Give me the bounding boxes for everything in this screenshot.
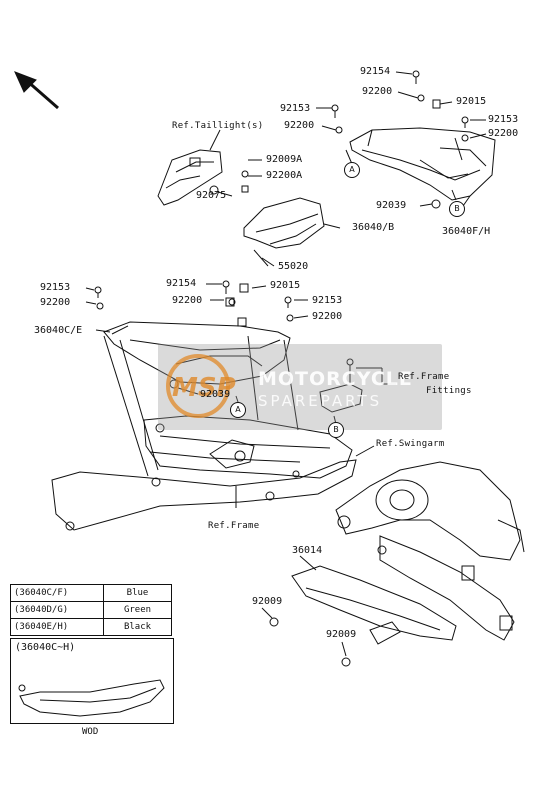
label-36040ce: 36040C/E: [34, 325, 83, 336]
label-92009-left: 92009: [252, 596, 283, 607]
left-side-cover: [103, 317, 291, 389]
label-92200a: 92200A: [266, 170, 303, 181]
label-92015-top: 92015: [456, 96, 487, 107]
table-row: (36040C/F) Blue: [10, 584, 172, 602]
label-92153-left: 92153: [40, 282, 71, 293]
label-92200-top: 92200: [362, 86, 393, 97]
inset-title: (36040C~H): [15, 642, 76, 653]
label-92200-center: 92200: [172, 295, 203, 306]
label-92200-left: 92200: [40, 297, 71, 308]
label-92075: 92075: [196, 190, 227, 201]
reference-marker-a-lower: A: [230, 402, 246, 418]
label-92154-top: 92154: [360, 66, 391, 77]
label-36040b: 36040/B: [352, 222, 395, 233]
label-92015-mid: 92015: [270, 280, 301, 291]
right-side-cover: [349, 127, 496, 201]
table-row: (36040D/G) Green: [10, 601, 172, 619]
label-36014: 36014: [292, 545, 323, 556]
chain-guard: [291, 545, 457, 645]
table-row: (36040E/H) Black: [10, 618, 172, 636]
reference-marker-b-lower: B: [328, 422, 344, 438]
label-92200-right: 92200: [488, 128, 519, 139]
label-92039-right: 92039: [376, 200, 407, 211]
label-55020: 55020: [278, 261, 309, 272]
front-direction-arrow: [14, 71, 59, 110]
inset-caption: WOD: [82, 727, 99, 737]
label-92039-center: 92039: [200, 389, 231, 400]
label-92200-mid: 92200: [284, 120, 315, 131]
variant-color: Green: [103, 601, 172, 619]
taillight-assembly: [157, 149, 223, 206]
swingarm: [335, 461, 525, 641]
label-ref-frame: Ref.Frame: [208, 521, 260, 531]
variant-code: (36040E/H): [10, 618, 104, 636]
reference-marker-a-upper: A: [344, 162, 360, 178]
frame-fittings-bracket: [319, 358, 383, 413]
reference-marker-b-upper: B: [449, 201, 465, 217]
label-92009-right: 92009: [326, 629, 357, 640]
inset-box: (36040C~H): [10, 638, 174, 724]
variant-color: Blue: [103, 584, 172, 602]
label-92154-mid: 92154: [166, 278, 197, 289]
label-92009a: 92009A: [266, 154, 303, 165]
label-92153-mid: 92153: [280, 103, 311, 114]
variant-color: Black: [103, 618, 172, 636]
fasteners: [94, 70, 469, 667]
label-92153-right: 92153: [488, 114, 519, 125]
label-92153-center: 92153: [312, 295, 343, 306]
rear-frame: [51, 335, 357, 531]
label-ref-swingarm: Ref.Swingarm: [376, 439, 445, 449]
label-ref-taillight: Ref.Taillight(s): [172, 121, 264, 131]
label-ref-frame-fittings-2: Fittings: [426, 386, 472, 396]
label-36040fh: 36040F/H: [442, 226, 491, 237]
color-variant-table: (36040C/F) Blue (36040D/G) Green (36040E…: [10, 584, 172, 636]
tail-center-cover: [241, 170, 325, 267]
label-ref-frame-fittings-1: Ref.Frame: [398, 372, 450, 382]
variant-code: (36040C/F): [10, 584, 104, 602]
variant-code: (36040D/G): [10, 601, 104, 619]
inset-cover-drawing: [18, 679, 165, 717]
label-92200-center2: 92200: [312, 311, 343, 322]
